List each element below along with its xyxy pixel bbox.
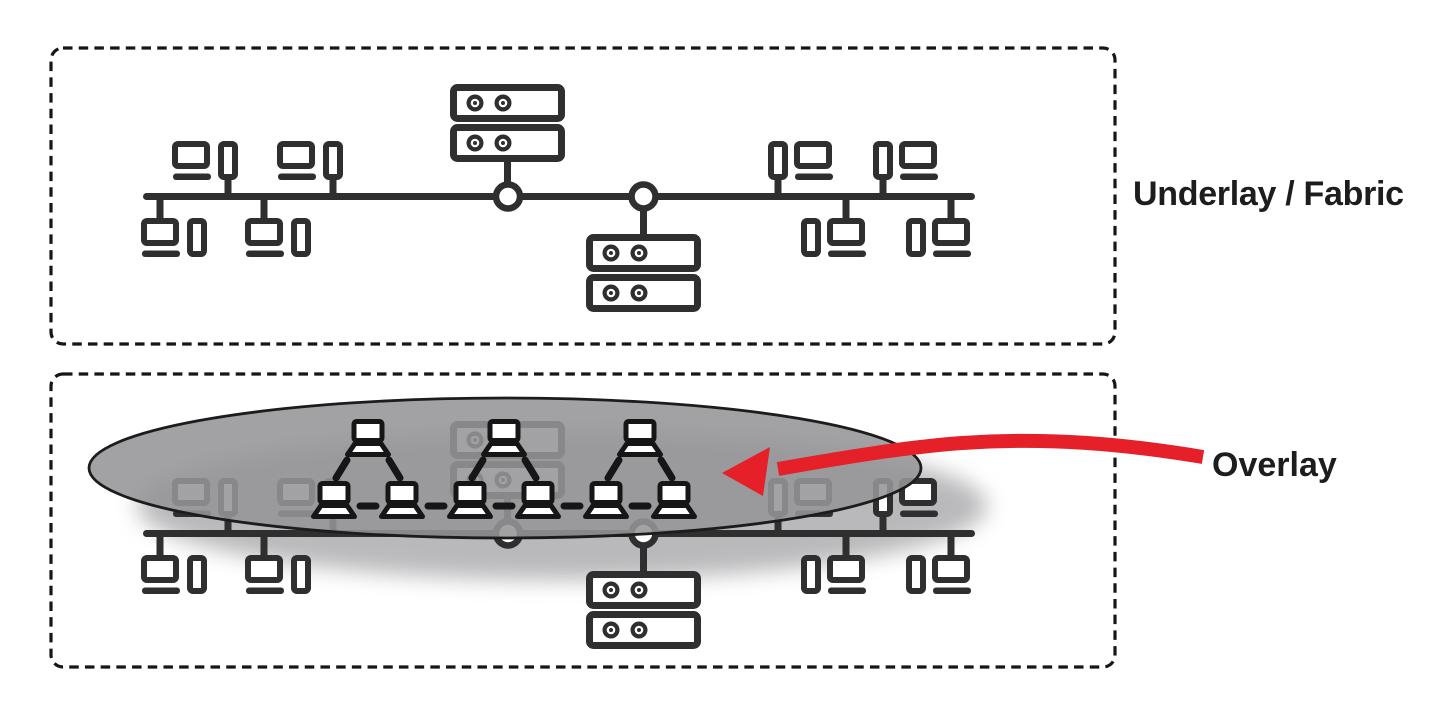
connection-stem [947,198,955,219]
underlay-network [142,88,975,309]
laptop-icon [518,484,559,517]
overlay-ellipse [87,396,923,540]
laptop-icon [314,484,355,517]
desktop-computer-icon [142,221,204,257]
connection-stem [879,176,887,197]
connection-stem [260,198,268,219]
server-icon [590,238,698,309]
laptop-icon [586,484,627,517]
connection-stem [640,208,647,238]
connection-stem [329,176,337,197]
overlay-label: Overlay [1212,446,1337,484]
desktop-computer-icon [876,144,938,180]
laptop-icon [348,422,389,455]
desktop-computer-icon [278,144,340,180]
desktop-computer-icon [246,221,308,257]
desktop-computer-icon [909,221,971,257]
server-icon [454,88,562,159]
network-bus-line [143,193,975,200]
red-arrow [722,433,1205,496]
laptop-icon [382,484,423,517]
red-arrow-head [722,447,770,496]
underlay-box-border [49,46,1117,346]
desktop-computer-icon [771,144,833,180]
red-arrow-shaft [776,433,1205,476]
laptop-icon [450,484,491,517]
laptop-icon [484,422,525,455]
laptop-icon [654,484,695,517]
connection-stem [224,176,232,197]
connection-stem [156,198,164,219]
underlay-label: Underlay / Fabric [1133,175,1404,213]
connector-node-icon [492,181,524,212]
overlay-laptop-network [314,422,695,517]
desktop-computer-icon [173,144,235,180]
connection-stem [774,176,782,197]
connector-node-icon [628,181,659,212]
laptop-icon [620,422,661,455]
overlay-box-border [49,372,1117,669]
desktop-computer-icon [804,221,866,257]
connection-stem [504,156,511,186]
connection-stem [842,198,850,219]
